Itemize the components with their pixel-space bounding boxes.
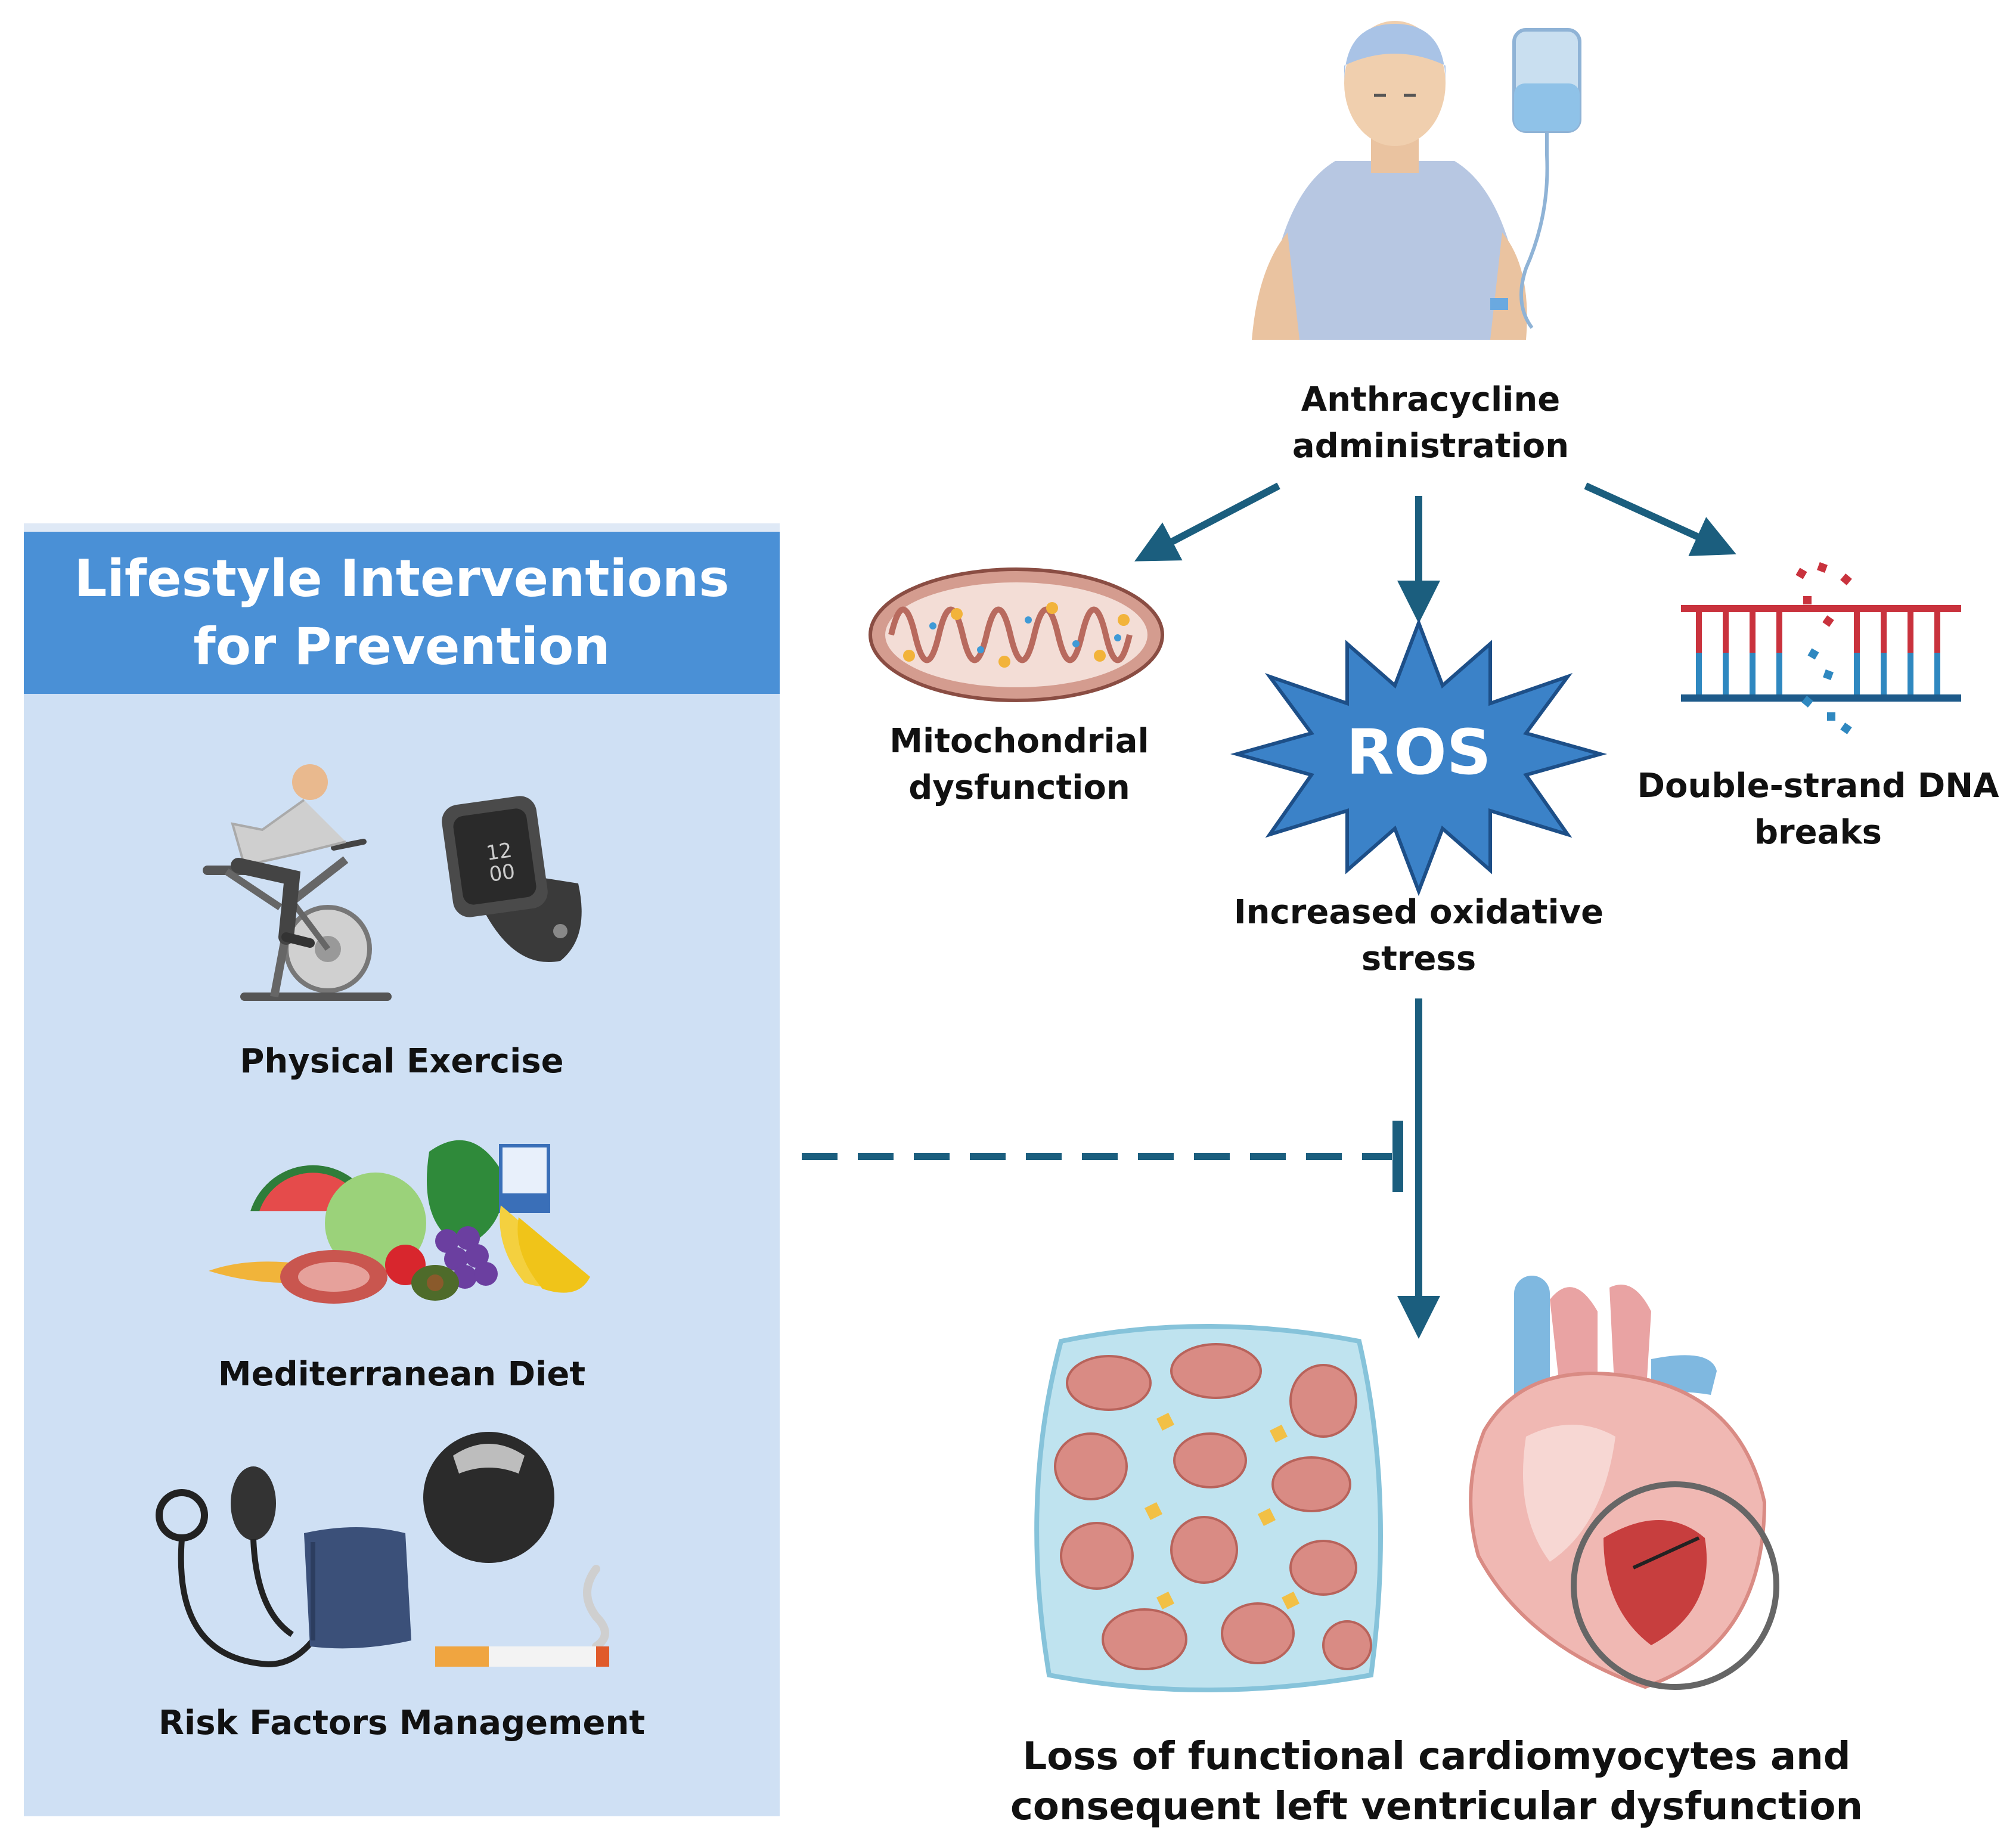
lifestyle-panel: Lifestyle Interventions for Prevention 1… [24,523,780,1816]
cardiac-tissue-icon [1034,1324,1383,1692]
dna-break-icon [1681,562,1961,734]
ros-burst-icon [1230,618,1608,897]
panel-title: Lifestyle Interventions for Prevention [24,532,780,694]
patient-icon [1252,21,1581,340]
anthracycline-label: Anthracycline administration [1292,380,1570,466]
inhibition-line [802,1121,1403,1192]
cigarette-icon [435,1565,609,1667]
mediterranean-diet-label: Mediterranean Diet [218,1355,586,1394]
mitochondrion-icon [869,567,1164,702]
physical-exercise-label: Physical Exercise [240,1042,564,1081]
food-icon [209,1140,590,1304]
outcome-label: Loss of functional cardiomyocytes and co… [1010,1735,1863,1829]
mito-label: Mitochondrial dysfunction [889,722,1149,808]
arrow-to-dna [1584,482,1736,556]
arrow-to-mito [1134,482,1280,562]
smartwatch-icon [442,796,582,962]
pacemaker-icon [423,1432,554,1563]
dna-label: Double-strand DNA breaks [1637,767,1999,852]
blood-pressure-cuff-icon [156,1466,411,1668]
ros-label: Increased oxidative stress [1233,893,1604,979]
exercise-bike-icon [203,764,392,1001]
risk-factors-label: Risk Factors Management [158,1704,646,1742]
ros-badge: ROS [1346,716,1491,789]
heart-icon [1469,1276,1779,1690]
